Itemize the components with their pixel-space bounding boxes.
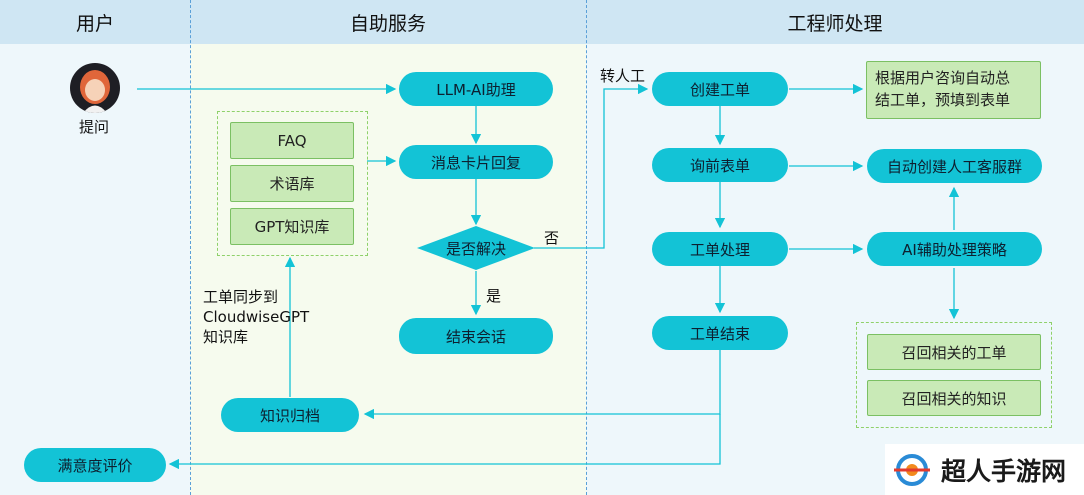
end-session-node[interactable]: 结束会话 xyxy=(399,318,553,354)
arrow-end-to-archive xyxy=(363,350,721,420)
decision-label: 是否解决 xyxy=(446,240,507,258)
watermark-logo: 超人手游网 xyxy=(885,444,1084,495)
knowledge-group xyxy=(217,111,368,256)
watermark-logo-icon xyxy=(894,453,930,486)
auto-summary-line1: 根据用户咨询自动总 xyxy=(875,69,1011,87)
decision-no-label: 否 xyxy=(544,229,560,247)
create-ticket-node[interactable]: 创建工单 xyxy=(652,72,788,106)
user-avatar xyxy=(70,63,120,113)
recall-tickets-box[interactable]: 召回相关的工单 xyxy=(867,334,1041,370)
user-avatar-icon xyxy=(80,70,110,113)
recall-group xyxy=(856,322,1052,428)
auto-summary-note[interactable]: 根据用户咨询自动总 结工单，预填到表单 xyxy=(866,61,1041,119)
lane-divider-1 xyxy=(190,0,191,495)
sync-note-line2: CloudwiseGPT xyxy=(203,308,310,326)
lane-engineer-bg xyxy=(586,44,1084,495)
lane-header-user: 用户 xyxy=(0,0,190,44)
lane-header-self-service: 自助服务 xyxy=(190,0,586,44)
message-card-node[interactable]: 消息卡片回复 xyxy=(399,145,553,179)
knowledge-archive-node[interactable]: 知识归档 xyxy=(221,398,359,432)
llm-ai-assistant-node[interactable]: LLM-AI助理 xyxy=(399,72,553,106)
decision-yes-label: 是 xyxy=(486,287,502,305)
sync-note-line3: 知识库 xyxy=(203,328,249,346)
recall-knowledge-box[interactable]: 召回相关的知识 xyxy=(867,380,1041,416)
arrow-end-to-satisfaction xyxy=(168,414,721,470)
inquiry-form-node[interactable]: 询前表单 xyxy=(652,148,788,182)
transfer-label: 转人工 xyxy=(600,67,646,85)
sync-note-line1: 工单同步到 xyxy=(203,288,279,306)
satisfaction-node[interactable]: 满意度评价 xyxy=(24,448,166,482)
watermark-text: 超人手游网 xyxy=(941,456,1067,486)
arrow-decision-to-create xyxy=(534,83,649,249)
auto-summary-line2: 结工单，预填到表单 xyxy=(875,91,1011,109)
faq-box[interactable]: FAQ xyxy=(230,122,354,159)
ticket-process-node[interactable]: 工单处理 xyxy=(652,232,788,266)
glossary-box[interactable]: 术语库 xyxy=(230,165,354,202)
auto-group-node[interactable]: 自动创建人工客服群 xyxy=(867,149,1042,183)
ai-strategy-node[interactable]: AI辅助处理策略 xyxy=(867,232,1042,266)
decision-diamond xyxy=(417,226,535,270)
user-label: 提问 xyxy=(79,118,110,136)
ticket-end-node[interactable]: 工单结束 xyxy=(652,316,788,350)
lane-user-bg xyxy=(0,44,190,495)
gpt-knowledge-box[interactable]: GPT知识库 xyxy=(230,208,354,245)
lane-header-engineer: 工程师处理 xyxy=(586,0,1084,44)
